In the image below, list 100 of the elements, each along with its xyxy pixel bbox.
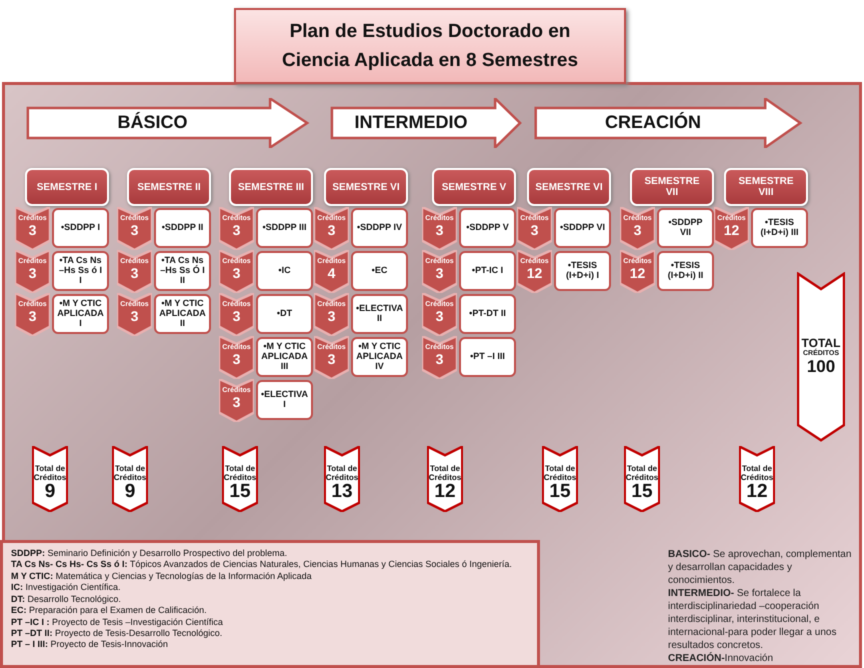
credit-marker [422,250,457,293]
course-box [256,251,313,291]
total-label: Total de Créditos [542,464,578,482]
course-label: •SDDPP III [262,223,306,233]
credit-marker [517,207,552,250]
credit-marker [314,336,349,379]
course-box [459,251,516,291]
credit-value: 12 [630,266,646,282]
total-value: 100 [806,358,836,377]
credit-marker [117,207,152,250]
total-value: 13 [331,482,353,504]
abbreviation-entry: M Y CTIC: Matemática y Ciencias y Tecnologías de la Información Aplicada [11,570,312,582]
credit-marker [219,207,254,250]
total-value: 15 [229,482,251,504]
semester-label: SEMESTRE VI [332,182,400,192]
abbreviation-entry: DT: Desarrollo Tecnológico. [11,594,121,606]
course-label: •SDDPP VII [667,218,704,238]
credit-value: 3 [130,266,138,282]
course-label: •EC [372,266,388,276]
grand-total-marker [797,272,845,442]
course-label: •SDDPP VI [560,223,605,233]
total-label: Total de Créditos [624,464,660,482]
abbreviation-entry: PT –IC I : Proyecto de Tesis –Investigación Científica [11,616,223,628]
credit-value: 3 [634,222,642,238]
course-box [554,208,611,248]
total-value: 12 [434,482,456,504]
course-label: •PT-DT II [469,309,506,319]
credit-marker [314,207,349,250]
credit-marker [219,379,254,422]
course-label: •IC [278,266,291,276]
course-box [351,208,408,248]
course-box [459,337,516,377]
course-label: •TA Cs Ns –Hs Ss Ó I II [159,256,206,286]
credit-value: 3 [436,222,444,238]
credit-value: 3 [232,266,240,282]
credit-value: 3 [28,266,36,282]
abbreviation-entry: EC: Preparación para el Examen de Calificación. [11,605,207,617]
credit-marker [117,293,152,336]
semester-header [229,168,313,206]
course-label: •PT-IC I [472,266,504,276]
phase-label: INTERMEDIO [354,113,468,133]
total-value: 15 [549,482,571,504]
course-label: •SDDPP I [61,223,100,233]
course-label: •SDDPP II [162,223,204,233]
total-label: Total de Créditos [222,464,258,482]
phase-note: CREACIÓN-Innovación [668,652,774,665]
semester-header [630,168,714,206]
course-box [554,251,611,291]
course-box [256,380,313,420]
credit-marker [517,250,552,293]
abbreviation-panel [0,540,540,668]
total-label: Total de Créditos [112,464,148,482]
course-label: •ELECTIVA II [356,304,403,324]
credit-marker [117,250,152,293]
total-value: 9 [44,482,56,504]
semester-header [25,168,109,206]
course-label: •M Y CTIC APLICADA IV [356,342,403,372]
course-box [52,251,109,291]
phase-banner [330,98,522,148]
semester-header [724,168,808,206]
course-box [154,208,211,248]
credit-value: 3 [530,222,538,238]
abbreviation-entry: TA Cs Ns- Cs Hs- Cs Ss ó I: Tópicos Avanzados de Ciencias Naturales, Ciencias Humanas y Ciencias Sociales ó Ingeniería. [11,559,512,571]
credit-marker [15,207,50,250]
title: Plan de Estudios Doctorado en Ciencia Aplicada en 8 Semestres [234,8,626,84]
course-label: •SDDPP V [466,223,509,233]
total-value: 12 [746,482,768,504]
course-box [52,208,109,248]
credit-marker [422,207,457,250]
phase-label: CREACIÓN [604,113,701,133]
credit-marker [314,250,349,293]
total-label: Total de Créditos [324,464,360,482]
credit-value: 3 [328,352,336,368]
credit-marker [620,207,655,250]
credit-value: 3 [436,266,444,282]
total-label: Total de Créditos [428,464,462,482]
credit-value: 3 [28,308,36,324]
abbreviation-entry: IC: Investigación Científica. [11,582,121,594]
semester-header [127,168,211,206]
credit-marker [219,250,254,293]
credit-value: 3 [232,308,240,324]
phase-note: INTERMEDIO- Se fortalece la interdisciplinariedad –cooperación interdisciplinar, interinstitucional, e internacional-para poder llegar a unos resultados concretos. [668,587,838,652]
credit-marker [422,336,457,379]
credit-value: 3 [436,352,444,368]
course-box [351,251,408,291]
course-label: •DT [276,309,292,319]
credit-marker [620,250,655,293]
course-label: •M Y CTIC APLICADA II [159,299,206,329]
course-box [657,208,714,248]
semester-label: SEMESTRE VIII [737,176,794,198]
semester-header [324,168,408,206]
credit-marker [15,293,50,336]
phase-note: BASICO- Se aprovechan, complementan y desarrollan capacidades y conocimientos. [668,548,852,587]
course-label: •M Y CTIC APLICADA I [57,299,104,329]
credit-marker [714,207,749,250]
course-label: •PT –I III [470,352,505,362]
total-label: Total de Créditos [32,464,68,482]
course-box [657,251,714,291]
semester-label: SEMESTRE V [442,182,506,192]
phase-label: BÁSICO [117,113,188,133]
